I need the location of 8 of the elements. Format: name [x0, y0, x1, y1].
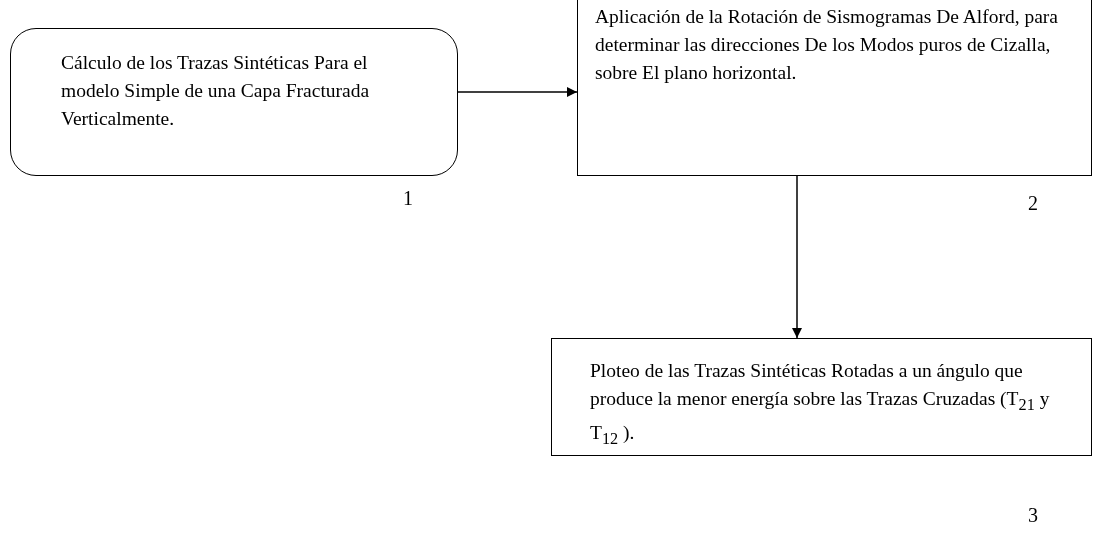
box-text: Cálculo de los Trazas Sintéticas Para el modelo Simple de una Capa Fracturada Verticalmente.: [61, 51, 371, 131]
step-number: 2: [1028, 191, 1038, 216]
step-number: 1: [403, 186, 413, 211]
step-number: 3: [1028, 503, 1038, 528]
arrow: [792, 175, 802, 339]
box-text: Ploteo de las Trazas Sintéticas Rotadas a un ángulo que produce la menor energía sobre las Trazas Cruzadas (T$_{21}$ y T$_{12}$ ).: [590, 359, 1051, 450]
arrow: [457, 87, 578, 97]
box-text: Aplicación de la Rotación de Sismogramas De Alford, para determinar las direcciones De los Modos puros de Cizalla, sobre El plano horizontal.: [595, 5, 1059, 85]
